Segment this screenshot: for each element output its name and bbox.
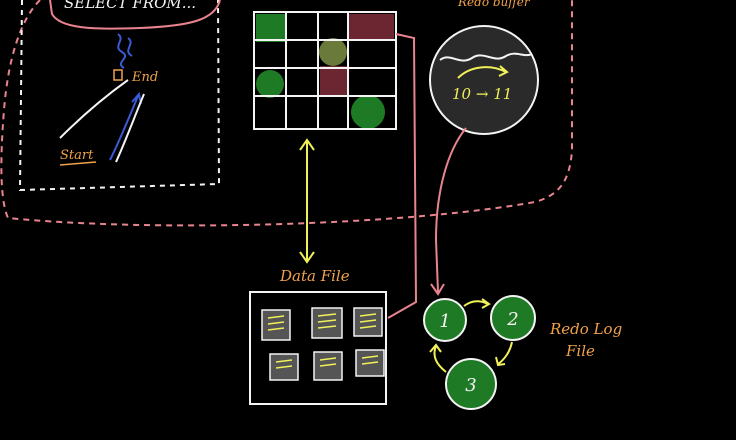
redo-log-label-line1: Redo Log [549, 320, 622, 338]
instance-boundary [0, 0, 573, 227]
redo-log-label-line2: File [565, 342, 595, 360]
arrowhead-down-icon [299, 251, 315, 264]
redo-log-number: 2 [506, 309, 518, 330]
redo-buffer-label: Redo buffer [457, 0, 531, 9]
redo-log-number: 3 [465, 375, 476, 396]
data-file [249, 291, 387, 405]
buffer-cell-green-1 [256, 14, 286, 42]
end-label: End [131, 70, 158, 85]
query-text: SELECT FROM... [64, 0, 196, 12]
buffer-cell-maroon-2 [320, 66, 348, 96]
data-block-icon [261, 309, 291, 341]
redo-log-group-2 [490, 295, 536, 341]
data-block-icon [313, 351, 343, 381]
log-arrow-3-to-1 [429, 343, 447, 373]
query-squiggle [117, 33, 133, 69]
buffer-cell-maroon-1 [348, 14, 394, 40]
redo-buffer-curved-arrow [457, 65, 509, 79]
end-marker-icon [113, 69, 123, 81]
redo-log-group-1 [423, 298, 467, 342]
log-arrow-1-to-2 [463, 298, 491, 309]
log-arrow-2-to-3 [495, 341, 513, 367]
blue-arrow [109, 95, 139, 161]
query-bubble [49, 0, 221, 30]
start-label: Start [60, 148, 94, 163]
white-arrow [115, 93, 145, 163]
session-process-box [18, 0, 221, 192]
redo-log-groups: 1 2 3 [423, 295, 536, 410]
redo-arrowhead-icon [430, 283, 445, 296]
white-curve [59, 79, 129, 139]
start-underline [59, 161, 97, 166]
arrowhead-up-icon [299, 138, 315, 151]
buffer-cell-olive [319, 38, 347, 66]
data-block-icon [353, 307, 383, 337]
redo-buffer-change: 10 → 11 [452, 85, 512, 103]
data-block-scribbles [267, 313, 379, 369]
redo-buffer-wave [439, 52, 533, 62]
redo-log-number: 1 [439, 311, 450, 332]
grid-to-datafile-line [387, 33, 418, 319]
buffer-cell-green-2 [256, 70, 284, 98]
data-block-icon [311, 307, 343, 339]
redo-buffer-to-log-arrow [434, 127, 467, 293]
redo-buffer: 10 → 11 [429, 25, 539, 135]
buffer-cache-grid [253, 11, 397, 130]
buffer-cell-green-3 [351, 95, 385, 129]
data-file-label: Data File [279, 267, 350, 285]
redo-log-group-3 [445, 358, 497, 410]
